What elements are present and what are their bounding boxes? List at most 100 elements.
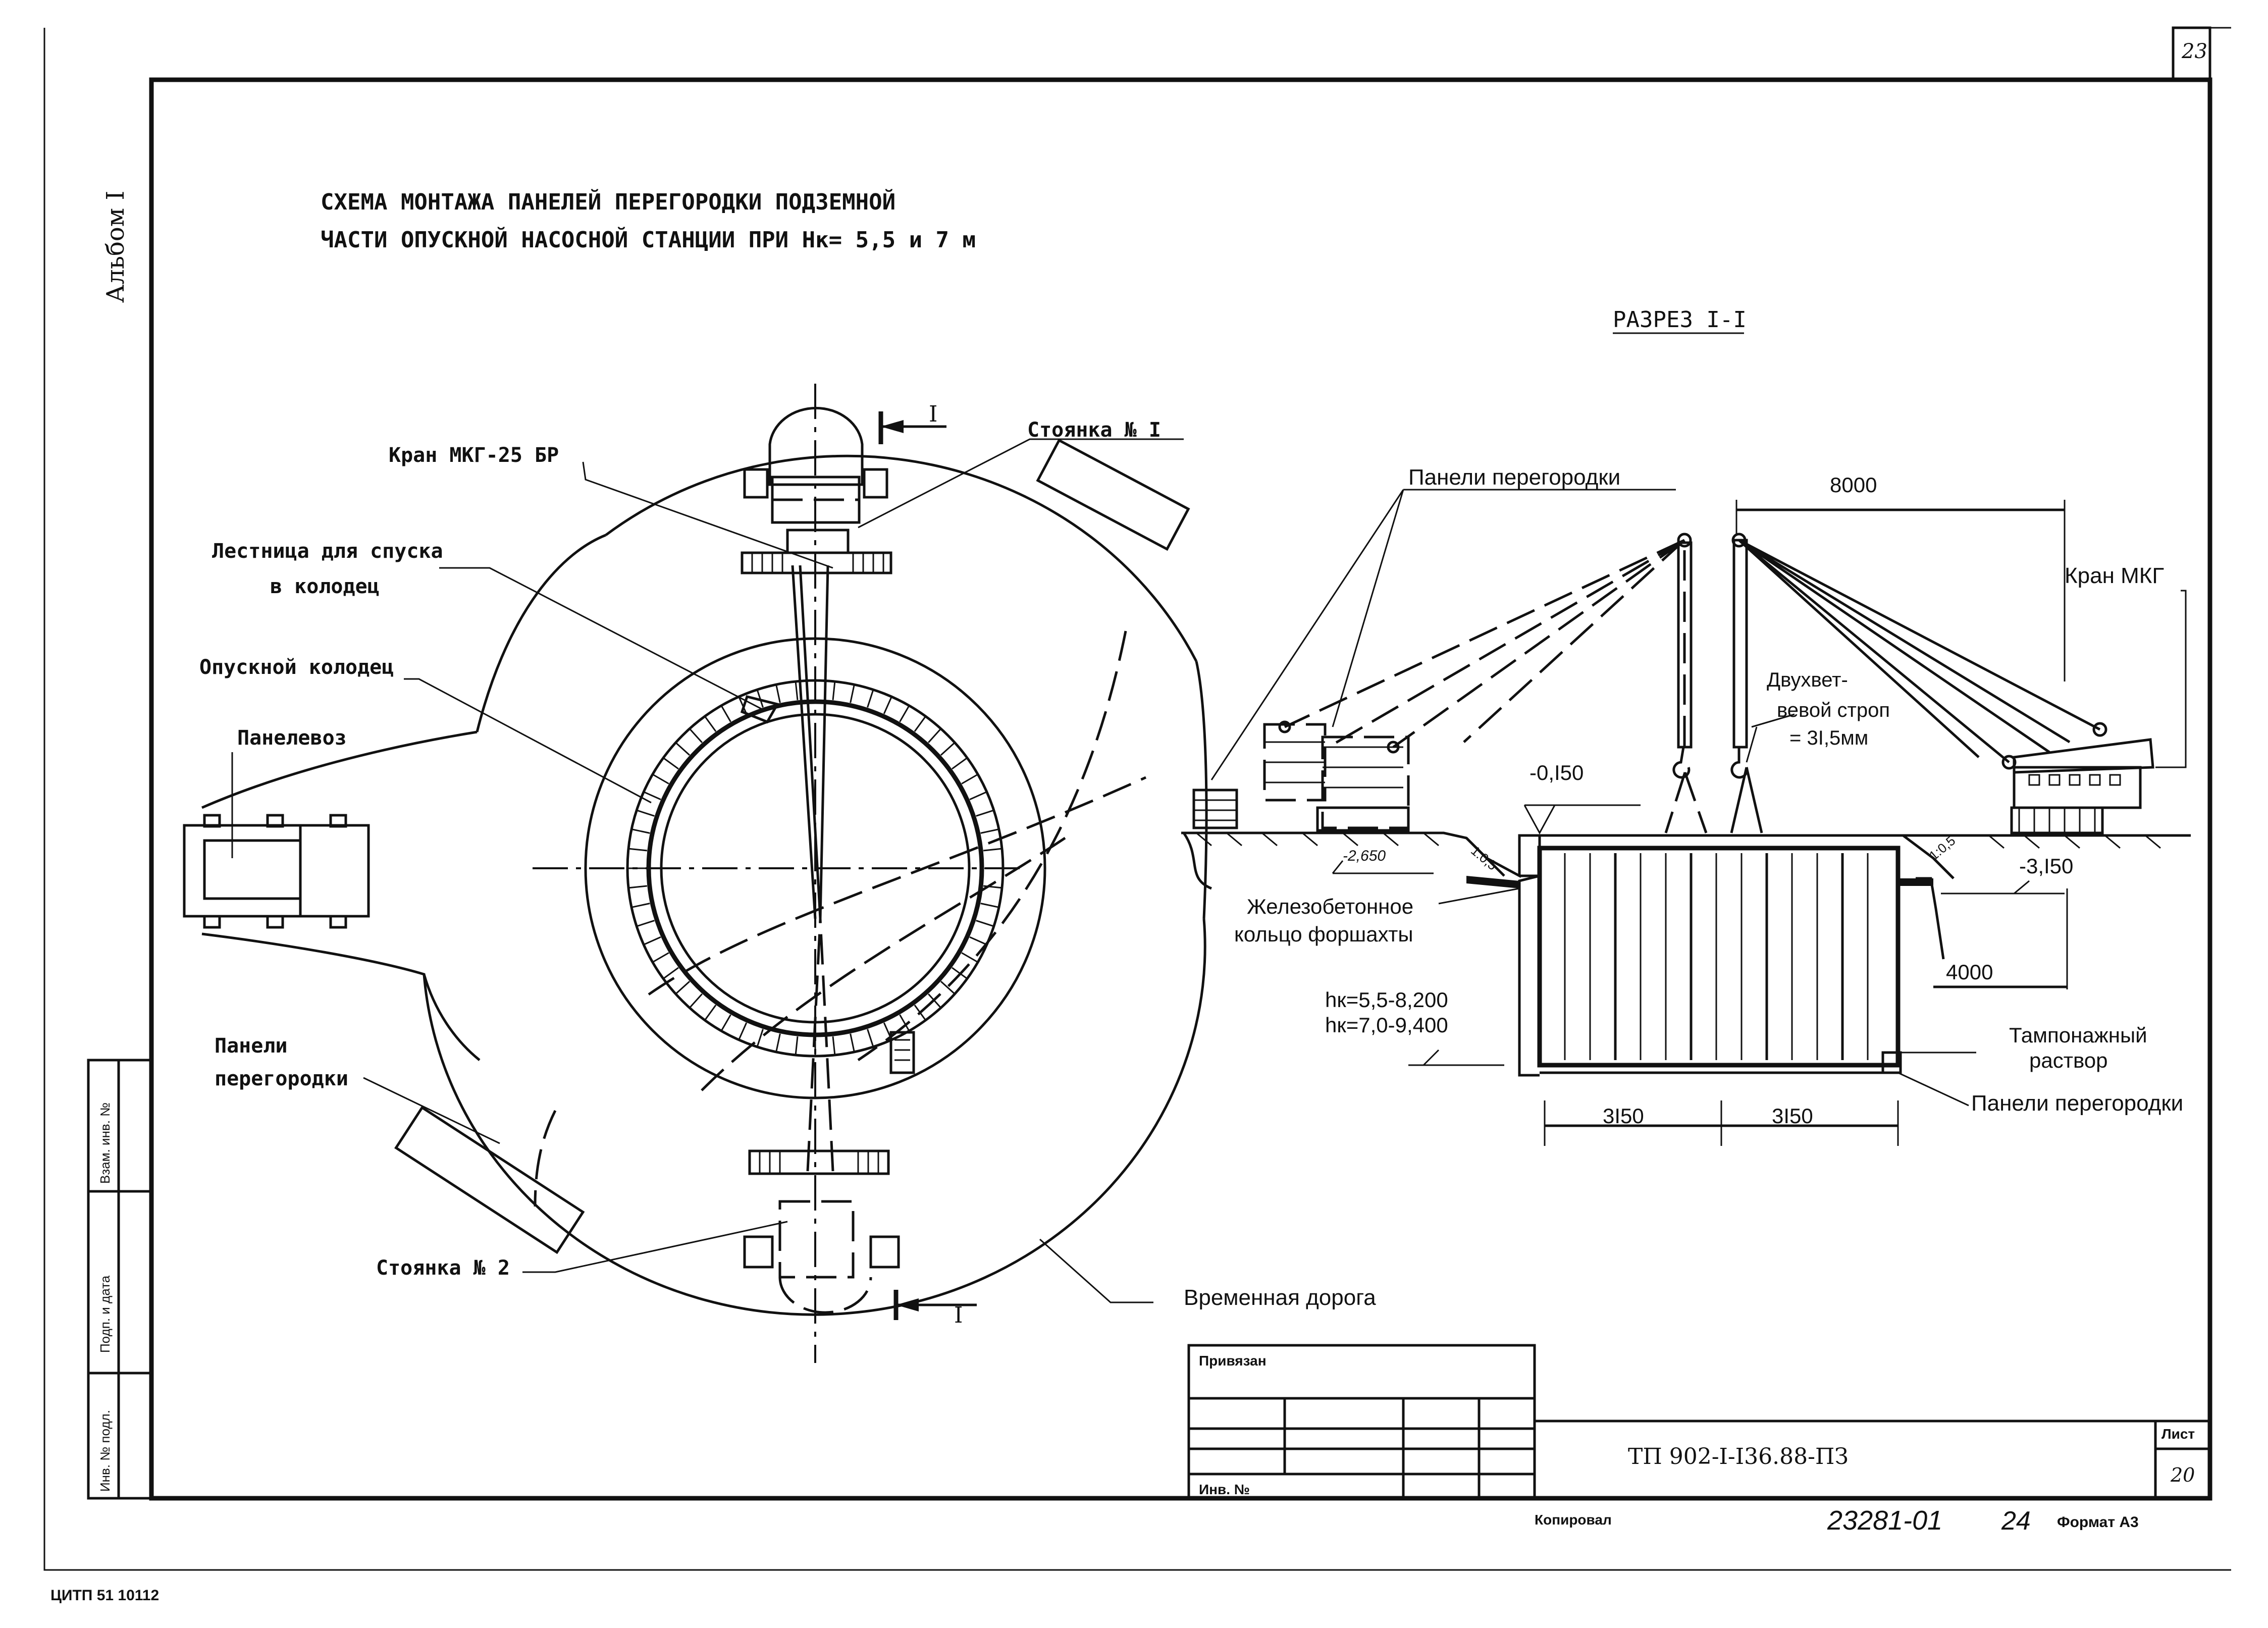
label-temp-road: Временная дорога [1184,1285,1376,1310]
title-line-1: СХЕМА МОНТАЖА ПАНЕЛЕЙ ПЕРЕГОРОДКИ ПОДЗЕМ… [321,188,895,215]
ring-tick [705,1005,717,1020]
ring-tick [775,685,781,703]
label-panel-truck: Панелевоз [237,726,347,750]
ring-tick [795,1036,799,1055]
dim-3150-left: 3I50 [1603,1104,1644,1128]
label-panels-plan-1: Панели [215,1034,288,1058]
ring-tick [961,952,978,963]
stamp-sheet-number: 20 [2170,1464,2195,1486]
label-ladder-1: Лестница для спуска [212,540,443,563]
temporary-road-contour [201,454,1206,1316]
crane-stand-1 [741,406,892,574]
label-sling-3: = 3I,5мм [1789,727,1868,749]
ring-tick [775,1033,781,1052]
stamp-original-inv: Инв. № подл. [97,1410,113,1492]
ring-tick [705,716,717,732]
sheet-frame [43,26,2231,1571]
level-3150: -3,I50 [2019,854,2073,878]
title-line-2: ЧАСТИ ОПУСКНОЙ НАСОСНОЙ СТАНЦИИ ПРИ Нк= … [321,226,976,253]
dim-8000: 8000 [1830,473,1877,497]
slope-right: 1:0,5 [1926,833,1959,863]
bottom-left-code: ЦИТП 51 10112 [50,1587,159,1604]
stamp-sign-date: Подп. и дата [97,1275,113,1353]
label-crane-mkg25: Кран МКГ-25 БР [389,444,559,467]
ring-tick [653,952,669,963]
dim-4000: 4000 [1946,960,1993,984]
album-label: Альбом I [101,191,130,303]
label-panels-top: Панели перегородки [1408,465,1620,490]
ring-tick [832,1036,836,1055]
ring-tick [969,936,986,945]
well-panels [1564,853,1869,1060]
stamp-inv-no: Инв. № [1199,1482,1250,1497]
stamp-copied: Копировал [1535,1512,1612,1528]
level-2650: -2,650 [1343,848,1386,864]
corner-sheet-number: 23 [2181,40,2207,63]
ring-tick [969,792,986,801]
label-panels-bottom: Панели перегородки [1971,1091,2183,1116]
ring-tick [832,682,836,700]
ring-tick [867,1029,874,1046]
panel-stack-top [1036,438,1190,551]
label-sling-2: вевой строп [1777,699,1890,721]
label-well: Опускной колодец [199,656,394,679]
label-stand-2: Стоянка № 2 [376,1256,510,1280]
stamp-format: Формат А3 [2057,1514,2139,1531]
ring-tick [637,810,655,817]
stamp-sheet-label: Лист [2161,1426,2195,1442]
ring-tick [757,1029,764,1046]
section-mark-top [878,411,946,444]
label-hk-2: hк=7,0-9,400 [1325,1013,1448,1037]
ring-tick [795,682,799,700]
label-crane-mkg: Кран МКГ [2065,563,2164,588]
ring-tick [637,920,655,927]
dim-3150-right: 3I50 [1772,1104,1813,1128]
ring-tick [976,810,993,817]
ring-tick [983,848,1001,852]
label-grout-1: Тампонажный [2009,1023,2147,1047]
ring-tick [940,981,955,994]
handwritten-number: 23281-01 [1827,1505,1942,1536]
ring-tick [644,936,661,945]
ring-tick [850,685,855,703]
ground-panel-stacks [1192,723,1410,832]
ring-tick [721,1014,731,1031]
label-stand-1: Стоянка № I [1027,418,1161,442]
ring-tick [899,706,910,722]
ring-tick [850,1033,855,1052]
ring-tick [629,848,647,852]
ring-tick [914,716,926,732]
ring-tick [676,743,691,756]
handwritten-page: 24 [2001,1506,2031,1536]
ring-tick [980,903,998,908]
ring-tick [883,697,892,714]
panel-truck [183,814,370,929]
ring-tick [632,903,650,908]
ring-tick [952,967,967,979]
label-panels-plan-2: перегородки [215,1067,348,1090]
ring-tick [928,729,941,744]
ring-tick [629,885,647,889]
ring-tick [690,993,703,1008]
ring-tick [980,828,998,834]
title-block [1187,1344,2210,1500]
ring-tick [676,981,691,994]
ring-tick [653,774,669,784]
ring-tick [721,706,731,722]
ring-tick [867,690,874,708]
section-title: РАЗРЕЗ I-I [1613,307,1747,333]
side-stamp [87,1059,153,1500]
ring-tick [632,828,650,834]
ring-tick [690,729,703,744]
section-mark-top-label: I [929,401,937,427]
crane-stand-2 [743,1149,900,1314]
document-code: ТП 902-I-I36.88-ПЗ [1628,1444,1849,1469]
section-mark-bottom [893,1290,977,1320]
ring-tick [961,774,978,784]
section-view [1181,332,2191,1146]
ring-tick [663,758,679,770]
label-grout-2: раствор [2029,1048,2108,1072]
label-ring-2: кольцо форшахты [1234,922,1413,946]
